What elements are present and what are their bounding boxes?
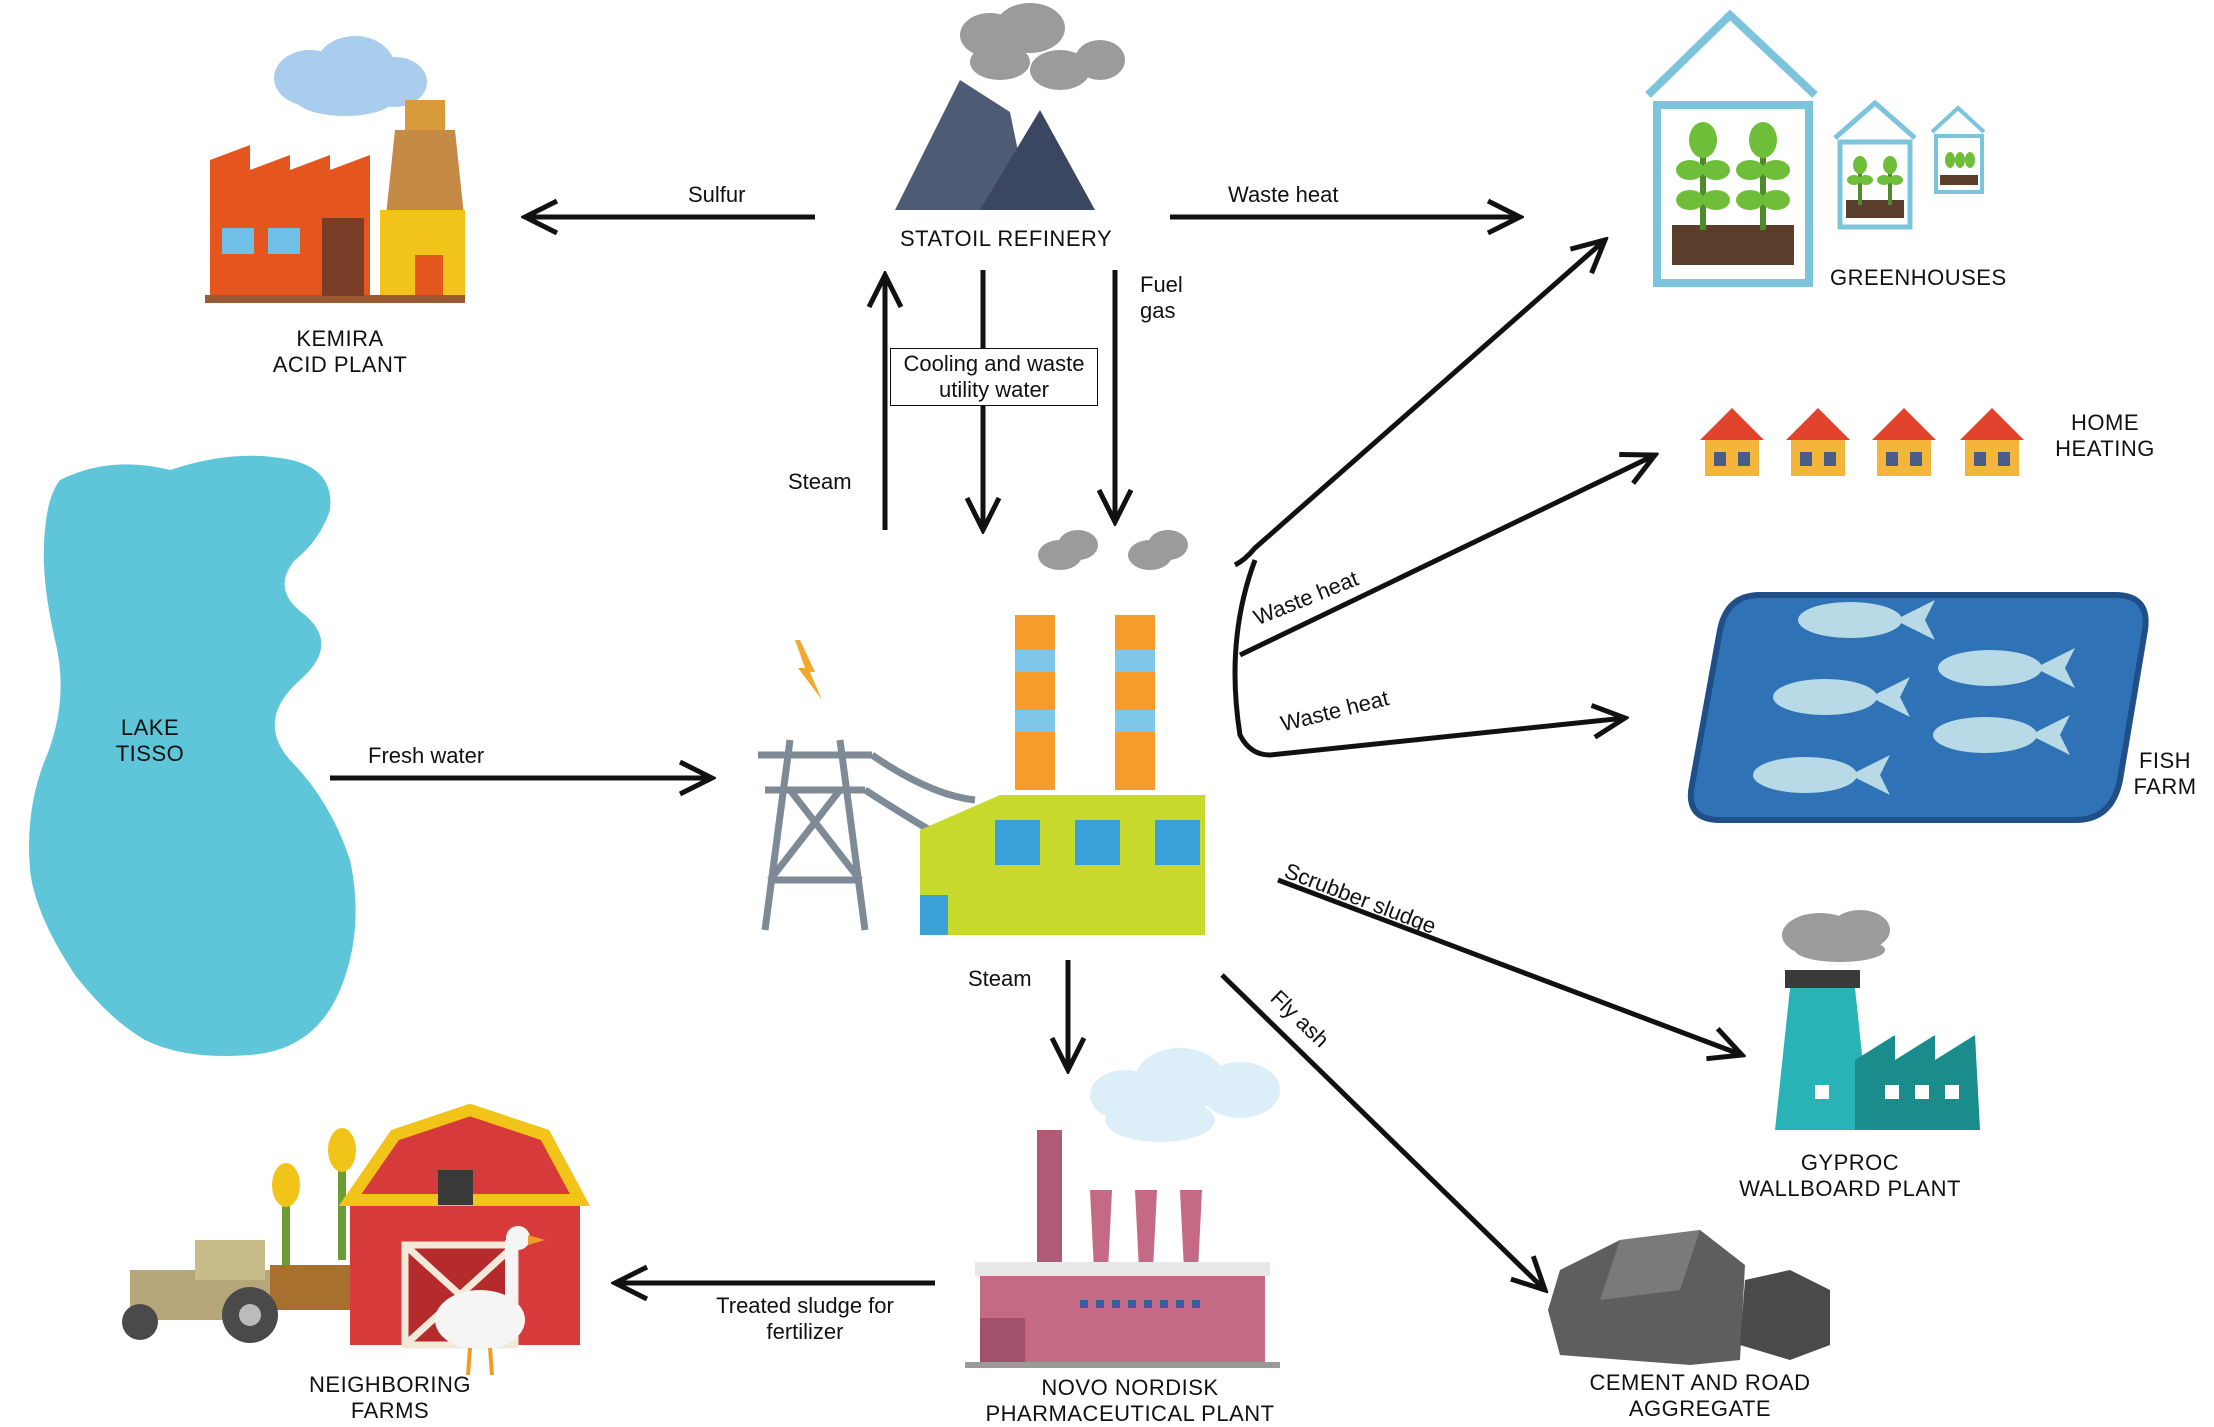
- novo-label-line-1: NOVO NORDISK: [1041, 1375, 1219, 1400]
- edge-label-cooling-water: Cooling and waste utility water: [890, 348, 1098, 406]
- lake-icon: [29, 455, 356, 1056]
- gyproc-icon: [1775, 910, 1980, 1130]
- edge-label-waste-heat-greenhouses: Waste heat: [1228, 182, 1339, 207]
- home-heating-label-line-1: HOME: [2071, 410, 2139, 435]
- power-plant-icon: [758, 530, 1205, 935]
- pharma-plant-icon: [965, 1048, 1280, 1368]
- fish-farm-label-line-2: FARM: [2133, 774, 2197, 799]
- edge-label-cooling-water-line-1: Cooling and waste: [903, 351, 1085, 376]
- cement-label: CEMENT AND ROAD AGGREGATE: [1570, 1370, 1830, 1422]
- lake-label: LAKE TISSO: [100, 715, 200, 767]
- greenhouses-icon: [1645, 9, 1986, 287]
- edge-label-fuel-gas-line-2: gas: [1140, 298, 1176, 323]
- gyproc-label: GYPROC WALLBOARD PLANT: [1720, 1150, 1980, 1202]
- kemira-label-line-2: ACID PLANT: [272, 352, 408, 377]
- greenhouses-label: GREENHOUSES: [1830, 265, 2007, 290]
- farms-label: NEIGHBORING FARMS: [300, 1372, 480, 1424]
- pylon-icon: [758, 739, 976, 931]
- refinery-icon: [895, 3, 1125, 210]
- novo-label: NOVO NORDISK PHARMACEUTICAL PLANT: [970, 1375, 1290, 1427]
- home-heating-label: HOME HEATING: [2025, 410, 2185, 462]
- edge-label-treated-sludge-line-1: Treated sludge for: [716, 1293, 894, 1318]
- cement-label-line-1: CEMENT AND ROAD: [1589, 1370, 1811, 1395]
- farms-label-line-1: NEIGHBORING: [309, 1372, 471, 1397]
- edge-label-fuel-gas: Fuel gas: [1140, 272, 1183, 324]
- refinery-label: STATOIL REFINERY: [900, 226, 1113, 251]
- farms-label-line-2: FARMS: [350, 1398, 430, 1423]
- arrows: [330, 217, 1742, 1290]
- home-heating-label-line-2: HEATING: [2055, 436, 2155, 461]
- edge-label-steam-down: Steam: [968, 966, 1032, 991]
- homes-icon: [1700, 408, 2024, 476]
- kemira-factory-icon: [205, 36, 465, 303]
- kemira-label: KEMIRA ACID PLANT: [260, 326, 420, 378]
- house-icon: [1872, 408, 1936, 476]
- edge-label-sulfur: Sulfur: [688, 182, 746, 207]
- gyproc-label-line-2: WALLBOARD PLANT: [1739, 1176, 1961, 1201]
- novo-label-line-2: PHARMACEUTICAL PLANT: [985, 1401, 1275, 1426]
- fish-farm-label: FISH FARM: [2130, 748, 2200, 800]
- cement-label-line-2: AGGREGATE: [1628, 1396, 1772, 1421]
- farm-icon: [122, 1103, 591, 1376]
- fish-farm-icon: [1687, 592, 2149, 823]
- lake-label-line-2: TISSO: [115, 741, 185, 766]
- arrow-waste-heat-branch: [1233, 240, 1605, 568]
- arrow-waste-heat-home: [1238, 455, 1655, 658]
- kemira-label-line-1: KEMIRA: [296, 326, 384, 351]
- edge-label-fuel-gas-line-1: Fuel: [1140, 272, 1183, 297]
- edge-label-fresh-water: Fresh water: [368, 743, 485, 768]
- edge-label-treated-sludge-line-2: fertilizer: [766, 1319, 844, 1344]
- arrow-waste-heat-fish: [1232, 559, 1625, 758]
- house-icon: [1700, 408, 1764, 476]
- edge-label-cooling-water-line-2: utility water: [938, 377, 1050, 402]
- house-icon: [1960, 408, 2024, 476]
- fish-farm-label-line-1: FISH: [2138, 748, 2192, 773]
- arrow-fly-ash: [1220, 973, 1545, 1290]
- edge-label-steam-up: Steam: [788, 469, 852, 494]
- rocks-icon: [1548, 1230, 1830, 1365]
- fish-icon: [1753, 600, 2075, 795]
- edge-label-treated-sludge: Treated sludge for fertilizer: [690, 1293, 920, 1345]
- lake-label-line-1: LAKE: [120, 715, 180, 740]
- house-icon: [1786, 408, 1850, 476]
- gyproc-label-line-1: GYPROC: [1800, 1150, 1900, 1175]
- arrow-scrubber-sludge: [1277, 877, 1742, 1055]
